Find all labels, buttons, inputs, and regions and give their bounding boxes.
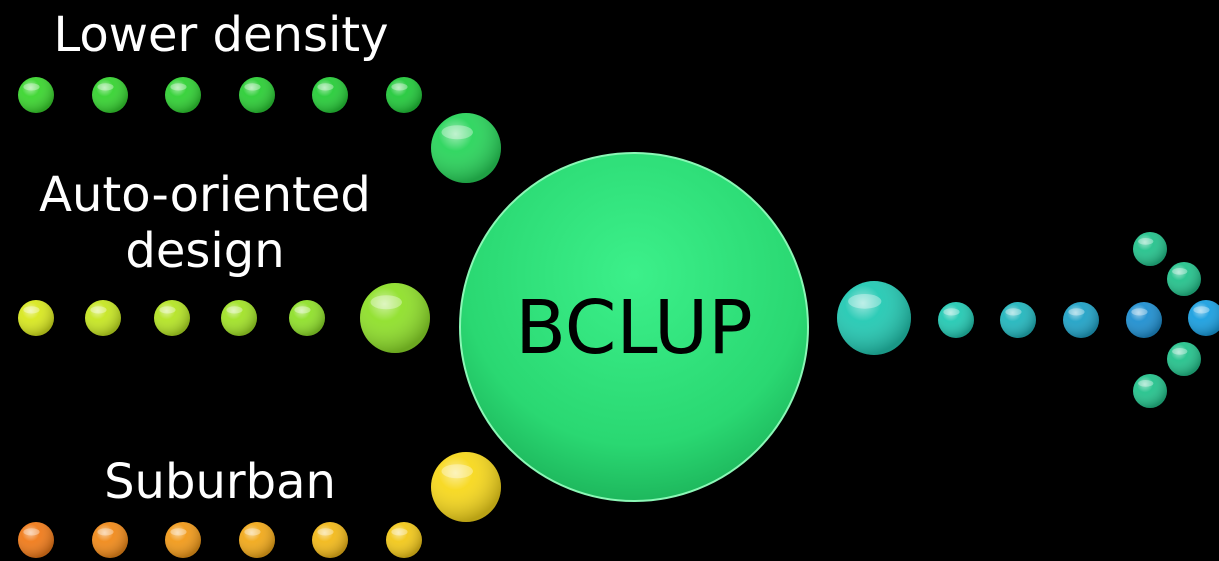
arrowhead-dot bbox=[1133, 374, 1167, 408]
suburban-dot bbox=[92, 522, 128, 558]
label-auto-oriented-line2: design bbox=[125, 223, 285, 279]
lower-density-dot bbox=[312, 77, 348, 113]
output-dot bbox=[1126, 302, 1162, 338]
label-auto-oriented-design: Auto-oriented design bbox=[20, 167, 390, 279]
lower-density-dot bbox=[92, 77, 128, 113]
label-auto-oriented-line1: Auto-oriented bbox=[39, 167, 371, 223]
arrowhead-dot bbox=[1167, 342, 1201, 376]
arrowhead-dot bbox=[1133, 232, 1167, 266]
suburban-dot bbox=[18, 522, 54, 558]
auto-oriented-dot bbox=[221, 300, 257, 336]
auto-oriented-dot bbox=[85, 300, 121, 336]
suburban-dot bbox=[386, 522, 422, 558]
auto-oriented-node bbox=[360, 283, 430, 353]
label-lower-density: Lower density bbox=[53, 7, 389, 63]
label-suburban: Suburban bbox=[104, 454, 336, 510]
lower-density-dot bbox=[386, 77, 422, 113]
lower-density-node bbox=[431, 113, 501, 183]
lower-density-dot bbox=[239, 77, 275, 113]
arrow-tip-dot bbox=[1188, 300, 1219, 336]
output-dot bbox=[1000, 302, 1036, 338]
lower-density-dot bbox=[165, 77, 201, 113]
center-node-label: BCLUP bbox=[515, 285, 753, 371]
output-dot bbox=[938, 302, 974, 338]
lower-density-dot bbox=[18, 77, 54, 113]
auto-oriented-dot bbox=[18, 300, 54, 336]
suburban-node bbox=[431, 452, 501, 522]
auto-oriented-dot bbox=[289, 300, 325, 336]
output-dot bbox=[1063, 302, 1099, 338]
suburban-dot bbox=[239, 522, 275, 558]
suburban-dot bbox=[165, 522, 201, 558]
center-node bbox=[459, 152, 809, 502]
suburban-dot bbox=[312, 522, 348, 558]
auto-oriented-dot bbox=[154, 300, 190, 336]
output-node bbox=[837, 281, 911, 355]
arrowhead-dot bbox=[1167, 262, 1201, 296]
